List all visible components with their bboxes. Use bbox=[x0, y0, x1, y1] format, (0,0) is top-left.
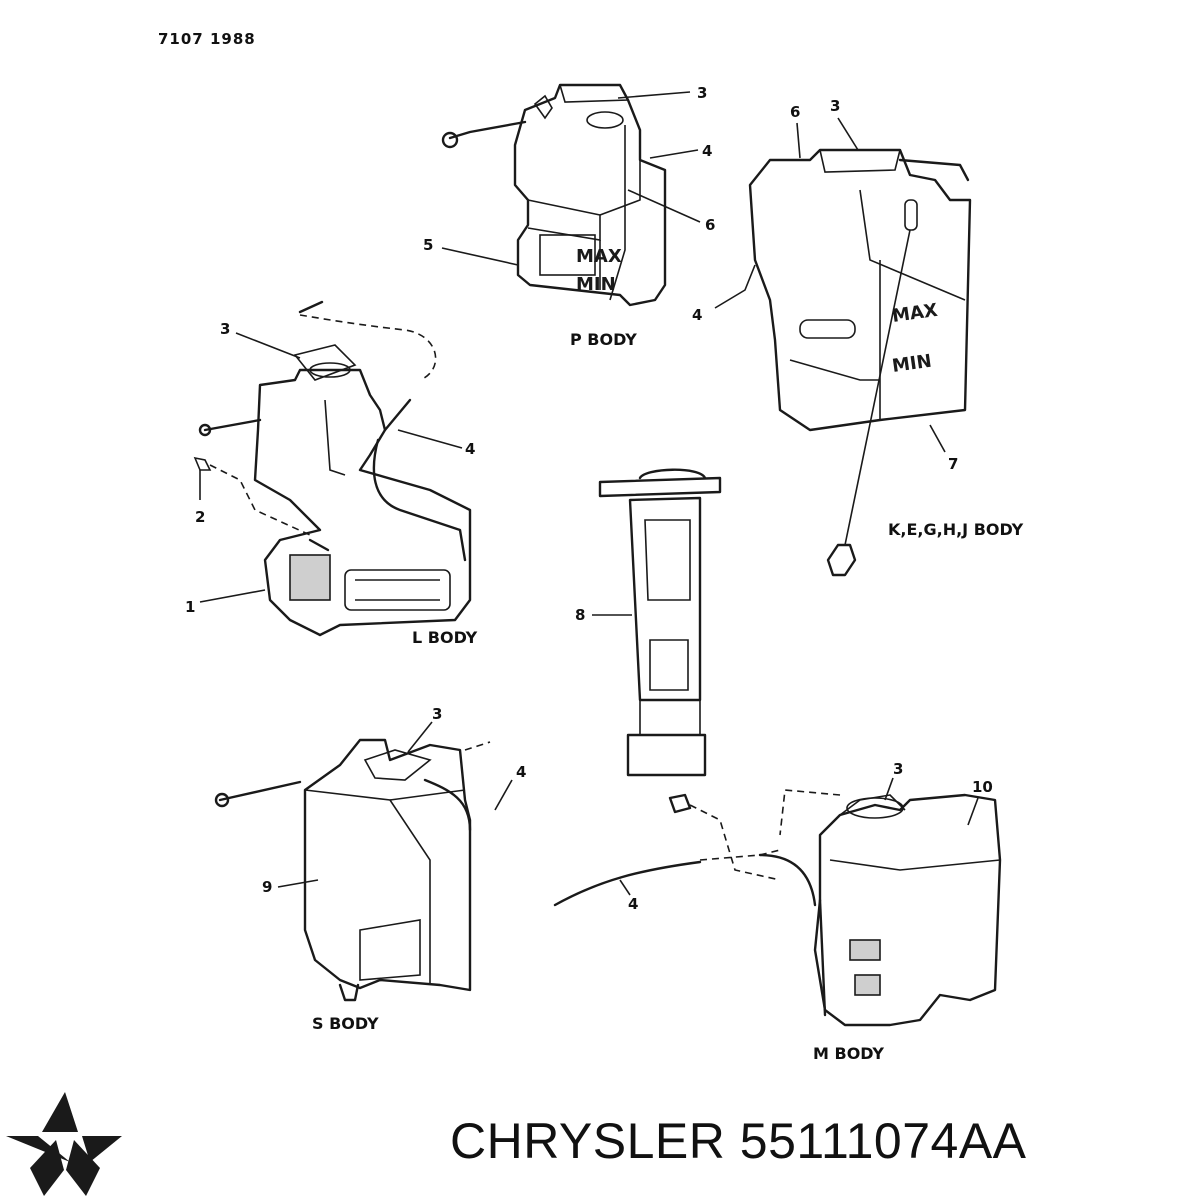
callout-k-6: 6 bbox=[790, 103, 801, 121]
callout-m-3: 3 bbox=[893, 760, 904, 778]
callout-m-4: 4 bbox=[628, 895, 639, 913]
callout-s-3: 3 bbox=[432, 705, 443, 723]
callout-l-3: 3 bbox=[220, 320, 231, 338]
callout-l-1: 1 bbox=[185, 598, 196, 616]
svg-text:MAX: MAX bbox=[891, 300, 939, 327]
callout-s-9: 9 bbox=[262, 878, 273, 896]
view-label-kegh-body: K,E,G,H,J BODY bbox=[888, 520, 1024, 539]
callout-p-5: 5 bbox=[423, 236, 434, 254]
washer-pump bbox=[598, 468, 722, 777]
p-body-reservoir: MAX MIN bbox=[441, 83, 667, 307]
svg-text:MAX: MAX bbox=[576, 246, 622, 267]
kegh-body-reservoir: MAX MIN bbox=[748, 148, 972, 577]
svg-text:MIN: MIN bbox=[891, 351, 933, 377]
callout-k-3: 3 bbox=[830, 97, 841, 115]
brand-name: CHRYSLER bbox=[450, 1113, 726, 1169]
callout-m-10: 10 bbox=[972, 778, 993, 796]
callout-pump-8: 8 bbox=[575, 606, 586, 624]
callout-s-4: 4 bbox=[516, 763, 527, 781]
l-body-reservoir bbox=[193, 300, 472, 637]
callout-p-3: 3 bbox=[697, 84, 708, 102]
drawing-code: 7107 1988 bbox=[158, 30, 256, 48]
callout-p-4: 4 bbox=[702, 142, 713, 160]
part-number: 55111074AA bbox=[739, 1113, 1027, 1169]
s-body-reservoir bbox=[214, 738, 491, 1002]
view-label-m-body: M BODY bbox=[813, 1044, 884, 1063]
callout-k-4: 4 bbox=[692, 306, 703, 324]
callout-l-2: 2 bbox=[195, 508, 206, 526]
view-label-p-body: P BODY bbox=[570, 330, 637, 349]
svg-text:MIN: MIN bbox=[576, 274, 616, 295]
m-body-reservoir bbox=[553, 789, 1002, 1027]
part-caption: CHRYSLER 55111074AA bbox=[450, 1112, 1027, 1170]
view-label-s-body: S BODY bbox=[312, 1014, 379, 1033]
callout-p-6: 6 bbox=[705, 216, 716, 234]
callout-l-4: 4 bbox=[465, 440, 476, 458]
view-label-l-body: L BODY bbox=[412, 628, 478, 647]
callout-leaders bbox=[199, 91, 979, 896]
callout-k-7: 7 bbox=[948, 455, 959, 473]
pentastar-icon bbox=[6, 1092, 122, 1196]
